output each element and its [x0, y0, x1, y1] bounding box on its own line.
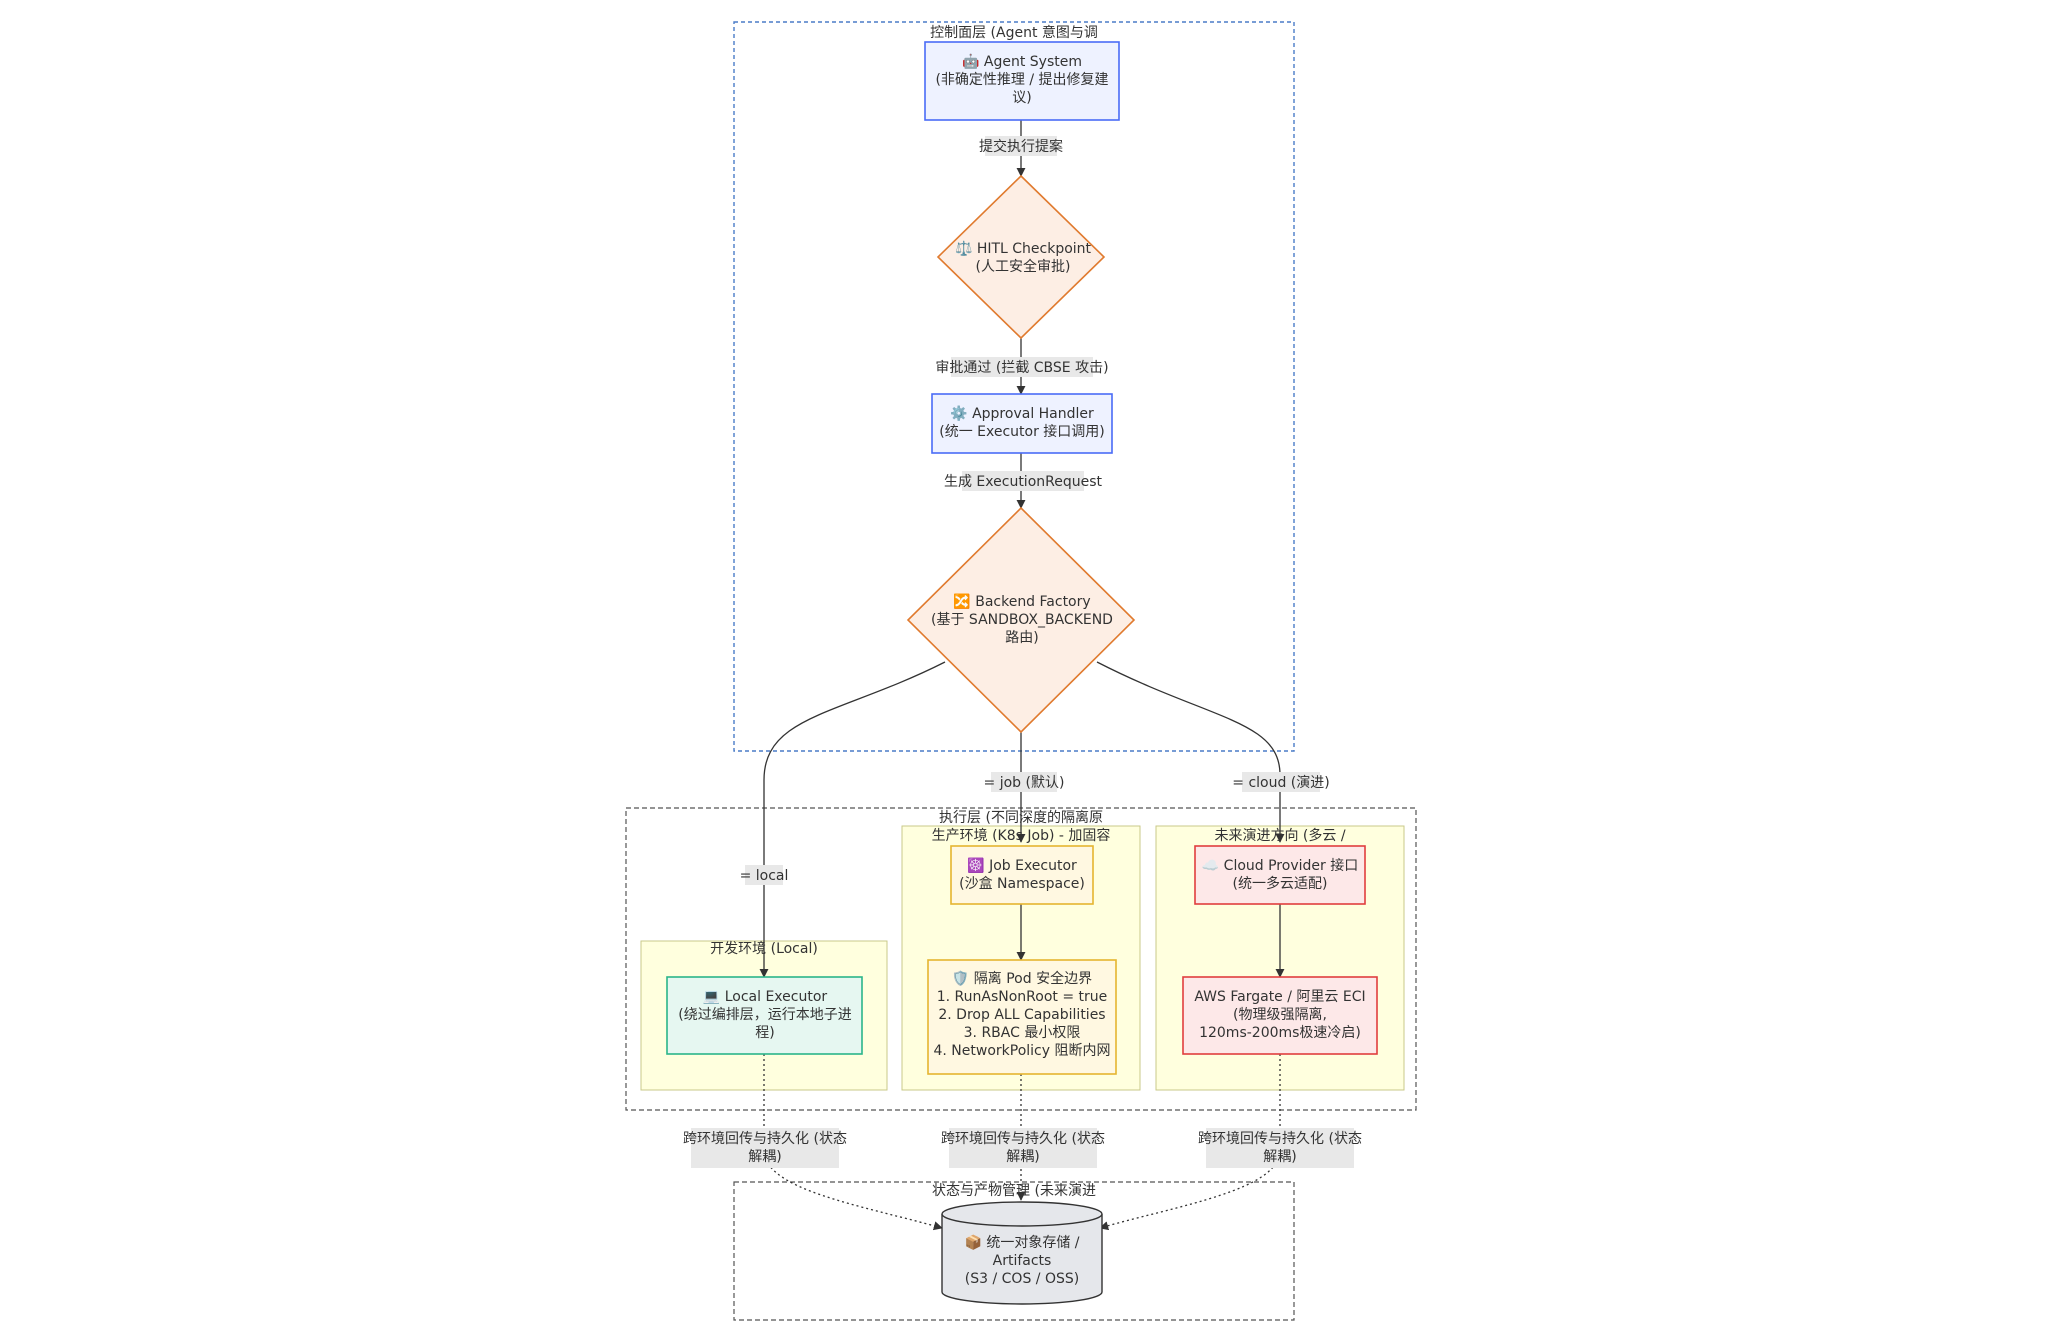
svg-text:= job (默认): = job (默认): [984, 775, 1065, 791]
edge-label-generate: 生成 ExecutionRequest: [944, 471, 1103, 491]
svg-text:(人工安全审批): (人工安全审批): [976, 258, 1071, 275]
svg-text:= local: = local: [740, 868, 789, 884]
edge-label-persist-pod: 跨环境回传与持久化 (状态 解耦): [941, 1128, 1105, 1168]
node-backend-factory[interactable]: 🔀 Backend Factory (基于 SANDBOX_BACKEND 路由…: [906, 506, 1136, 734]
svg-text:(沙盒 Namespace): (沙盒 Namespace): [959, 875, 1085, 892]
svg-text:(统一多云适配): (统一多云适配): [1233, 875, 1328, 892]
node-agent-system[interactable]: 🤖 Agent System (非确定性推理 / 提出修复建 议): [924, 41, 1120, 121]
svg-text:(统一 Executor 接口调用): (统一 Executor 接口调用): [939, 423, 1105, 440]
group-state-management-label: 状态与产物管理 (未来演进: [932, 1183, 1096, 1199]
persist-edges: [763, 1054, 1281, 1231]
svg-text:跨环境回传与持久化 (状态: 跨环境回传与持久化 (状态: [1198, 1131, 1362, 1147]
svg-text:4. NetworkPolicy 阻断内网: 4. NetworkPolicy 阻断内网: [934, 1043, 1111, 1059]
edge-label-submit: 提交执行提案: [979, 136, 1063, 156]
svg-text:💻 Local Executor: 💻 Local Executor: [703, 989, 828, 1005]
node-isolated-pod[interactable]: 🛡️ 隔离 Pod 安全边界 1. RunAsNonRoot = true 2.…: [927, 959, 1117, 1075]
svg-text:程): 程): [755, 1025, 774, 1041]
edge-aws-to-storage: [1099, 1054, 1281, 1231]
edge-label-approved: 审批通过 (拦截 CBSE 攻击): [935, 357, 1109, 377]
edge-label-cloud-evolve: = cloud (演进): [1232, 772, 1330, 792]
edge-label-persist-aws: 跨环境回传与持久化 (状态 解耦): [1198, 1128, 1362, 1168]
svg-text:📦 统一对象存储 /: 📦 统一对象存储 /: [964, 1234, 1079, 1251]
svg-text:(S3 / COS / OSS): (S3 / COS / OSS): [965, 1271, 1079, 1287]
svg-text:(绕过编排层，运行本地子进: (绕过编排层，运行本地子进: [678, 1007, 851, 1023]
node-cloud-provider[interactable]: ☁️ Cloud Provider 接口 (统一多云适配): [1194, 845, 1366, 905]
svg-text:(非确定性推理 / 提出修复建: (非确定性推理 / 提出修复建: [935, 71, 1108, 88]
svg-text:(物理级强隔离,: (物理级强隔离,: [1233, 1006, 1327, 1023]
edge-label-local: = local: [740, 865, 789, 885]
svg-text:= cloud (演进): = cloud (演进): [1232, 775, 1329, 791]
svg-text:跨环境回传与持久化 (状态: 跨环境回传与持久化 (状态: [683, 1131, 847, 1147]
svg-text:跨环境回传与持久化 (状态: 跨环境回传与持久化 (状态: [941, 1131, 1105, 1147]
svg-text:AWS Fargate / 阿里云 ECI: AWS Fargate / 阿里云 ECI: [1194, 989, 1365, 1005]
svg-text:2. Drop ALL Capabilities: 2. Drop ALL Capabilities: [938, 1007, 1105, 1023]
edge-label-persist-local: 跨环境回传与持久化 (状态 解耦): [683, 1128, 847, 1168]
edge-factory-to-local: [759, 661, 946, 978]
node-hitl-checkpoint[interactable]: ⚖️ HITL Checkpoint (人工安全审批): [936, 174, 1106, 340]
edge-factory-to-cloud: [1096, 661, 1285, 843]
svg-text:3. RBAC 最小权限: 3. RBAC 最小权限: [964, 1025, 1081, 1041]
svg-text:1. RunAsNonRoot = true: 1. RunAsNonRoot = true: [937, 989, 1108, 1005]
node-job-executor[interactable]: ☸️ Job Executor (沙盒 Namespace): [950, 845, 1094, 905]
svg-text:☁️ Cloud Provider 接口: ☁️ Cloud Provider 接口: [1202, 857, 1358, 874]
svg-text:解耦): 解耦): [748, 1149, 781, 1165]
svg-text:解耦): 解耦): [1006, 1149, 1039, 1165]
svg-text:解耦): 解耦): [1263, 1149, 1296, 1165]
node-approval-handler[interactable]: ⚙️ Approval Handler (统一 Executor 接口调用): [931, 393, 1113, 454]
group-control-plane: 控制面层 (Agent 意图与调: [733, 21, 1295, 752]
svg-text:审批通过 (拦截 CBSE 攻击): 审批通过 (拦截 CBSE 攻击): [935, 360, 1108, 376]
svg-text:提交执行提案: 提交执行提案: [979, 138, 1063, 155]
svg-text:(基于 SANDBOX_BACKEND: (基于 SANDBOX_BACKEND: [931, 611, 1113, 628]
svg-text:生成 ExecutionRequest: 生成 ExecutionRequest: [944, 474, 1103, 490]
node-aws-fargate[interactable]: AWS Fargate / 阿里云 ECI (物理级强隔离, 120ms-200…: [1182, 976, 1378, 1055]
svg-text:120ms-200ms极速冷启): 120ms-200ms极速冷启): [1199, 1025, 1361, 1041]
group-control-plane-label: 控制面层 (Agent 意图与调: [930, 24, 1098, 41]
edge-label-job-default: = job (默认): [984, 772, 1065, 792]
node-local-executor[interactable]: 💻 Local Executor (绕过编排层，运行本地子进 程): [666, 976, 863, 1055]
svg-text:🤖 Agent System: 🤖 Agent System: [962, 53, 1082, 70]
svg-text:路由): 路由): [1005, 630, 1038, 646]
svg-text:☸️ Job Executor: ☸️ Job Executor: [967, 857, 1077, 874]
group-state-management: 状态与产物管理 (未来演进: [733, 1181, 1295, 1321]
svg-text:🔀 Backend Factory: 🔀 Backend Factory: [953, 593, 1090, 610]
svg-text:Artifacts: Artifacts: [993, 1253, 1052, 1269]
svg-text:⚖️ HITL Checkpoint: ⚖️ HITL Checkpoint: [955, 240, 1092, 257]
svg-text:🛡️ 隔离 Pod 安全边界: 🛡️ 隔离 Pod 安全边界: [952, 970, 1092, 987]
svg-text:议): 议): [1012, 90, 1031, 106]
node-object-storage[interactable]: 📦 统一对象存储 / Artifacts (S3 / COS / OSS): [941, 1201, 1103, 1305]
svg-text:⚙️ Approval Handler: ⚙️ Approval Handler: [950, 405, 1094, 422]
